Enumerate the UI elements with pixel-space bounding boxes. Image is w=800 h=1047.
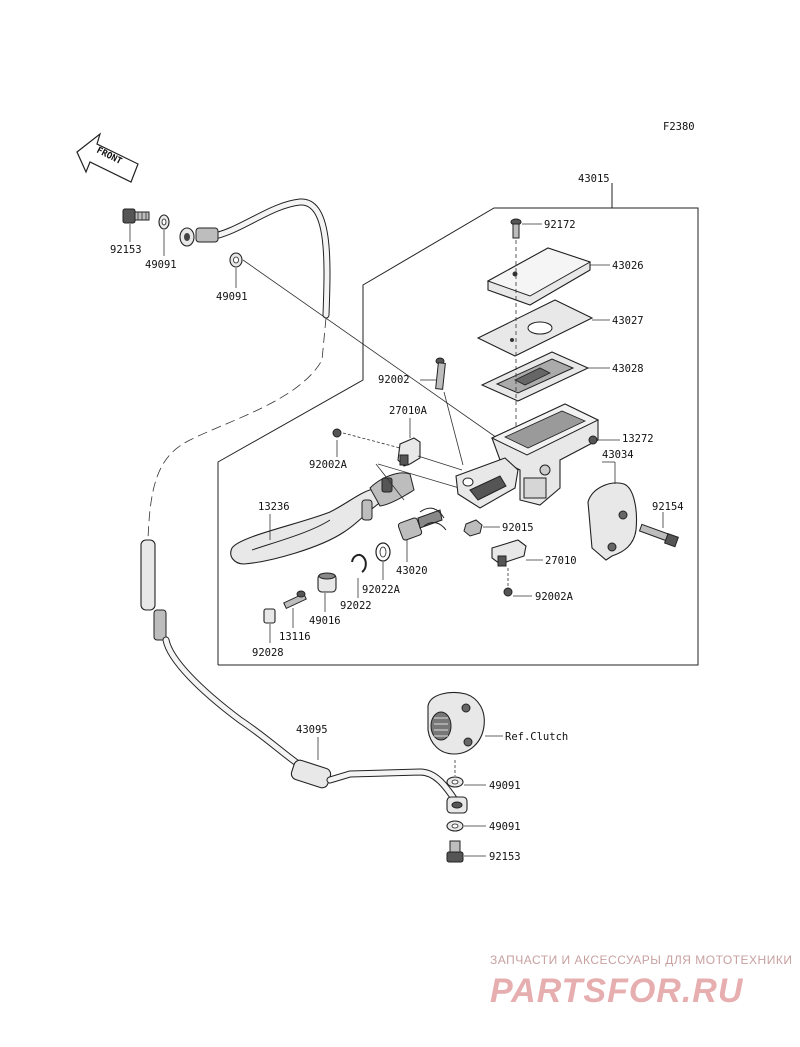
washer-49091-a bbox=[158, 214, 170, 230]
screw-92002A-top bbox=[332, 428, 342, 438]
label-43095: 43095 bbox=[296, 724, 328, 736]
label-27010: 27010 bbox=[545, 555, 577, 567]
ref-clutch-label: Ref.Clutch bbox=[505, 731, 568, 743]
watermark-brand: PARTSFOR.RU bbox=[490, 972, 744, 1010]
bolt-92154 bbox=[638, 523, 679, 548]
label-43020: 43020 bbox=[396, 565, 428, 577]
label-92002A-top: 92002A bbox=[309, 459, 348, 471]
label-43028: 43028 bbox=[612, 363, 644, 375]
label-92015: 92015 bbox=[502, 522, 534, 534]
clutch-slave-cylinder bbox=[427, 691, 485, 755]
nut-92015 bbox=[463, 519, 483, 537]
label-49091-c: 49091 bbox=[489, 780, 521, 792]
circlip-92022 bbox=[351, 553, 367, 573]
label-49091-b: 49091 bbox=[216, 291, 248, 303]
label-43015: 43015 bbox=[578, 173, 610, 185]
banjo-fitting-top bbox=[179, 227, 219, 247]
screw-92002A-bottom bbox=[503, 587, 513, 597]
label-43027: 43027 bbox=[612, 315, 644, 327]
pivot-bracket bbox=[455, 457, 519, 509]
label-13116: 13116 bbox=[279, 631, 311, 643]
label-49016: 49016 bbox=[309, 615, 341, 627]
boot-49016 bbox=[317, 572, 337, 593]
bolt-92153-bottom bbox=[446, 840, 464, 863]
label-92154: 92154 bbox=[652, 501, 684, 513]
label-92153-top: 92153 bbox=[110, 244, 142, 256]
snap-ring-92022A bbox=[375, 542, 391, 562]
watermark-tagline: ЗАПЧАСТИ И АКСЕССУАРЫ ДЛЯ МОТОТЕХНИКИ bbox=[490, 953, 792, 967]
washer-49091-c bbox=[446, 776, 464, 788]
label-92022: 92022 bbox=[340, 600, 372, 612]
label-92002: 92002 bbox=[378, 374, 410, 386]
clutch-hose-upper bbox=[147, 198, 331, 541]
label-27010A: 27010A bbox=[389, 405, 428, 417]
screw-92002 bbox=[435, 357, 446, 390]
label-92153-bottom: 92153 bbox=[489, 851, 521, 863]
washer-49091-b bbox=[229, 252, 243, 268]
label-43026: 43026 bbox=[612, 260, 644, 272]
label-92022A: 92022A bbox=[362, 584, 401, 596]
switch-27010 bbox=[491, 539, 527, 567]
label-13272: 13272 bbox=[622, 433, 654, 445]
diaphragm-plate-43027 bbox=[476, 299, 594, 357]
screw-92172 bbox=[510, 218, 522, 239]
label-49091-d: 49091 bbox=[489, 821, 521, 833]
label-92028: 92028 bbox=[252, 647, 284, 659]
front-arrow-icon: FRONT bbox=[76, 132, 139, 183]
label-92002A-bottom: 92002A bbox=[535, 591, 574, 603]
screw-13272 bbox=[588, 435, 598, 445]
cap-92028 bbox=[263, 608, 276, 624]
bolt-92153-top bbox=[122, 208, 150, 224]
clutch-hose-lower bbox=[140, 539, 459, 804]
piston-43020 bbox=[397, 507, 447, 541]
label-92172: 92172 bbox=[544, 219, 576, 231]
label-43034: 43034 bbox=[602, 449, 634, 461]
reservoir-cap-43026 bbox=[486, 247, 592, 306]
washer-49091-d bbox=[446, 820, 464, 832]
push-rod-13116 bbox=[283, 590, 307, 610]
assembly-outline bbox=[217, 183, 699, 666]
label-13236: 13236 bbox=[258, 501, 290, 513]
label-49091-a: 49091 bbox=[145, 259, 177, 271]
banjo-fitting-bottom bbox=[446, 796, 468, 814]
switch-27010A bbox=[397, 437, 421, 467]
diaphragm-43028 bbox=[480, 351, 590, 402]
figure-code: F2380 bbox=[663, 121, 695, 133]
clamp-43034 bbox=[587, 482, 638, 561]
